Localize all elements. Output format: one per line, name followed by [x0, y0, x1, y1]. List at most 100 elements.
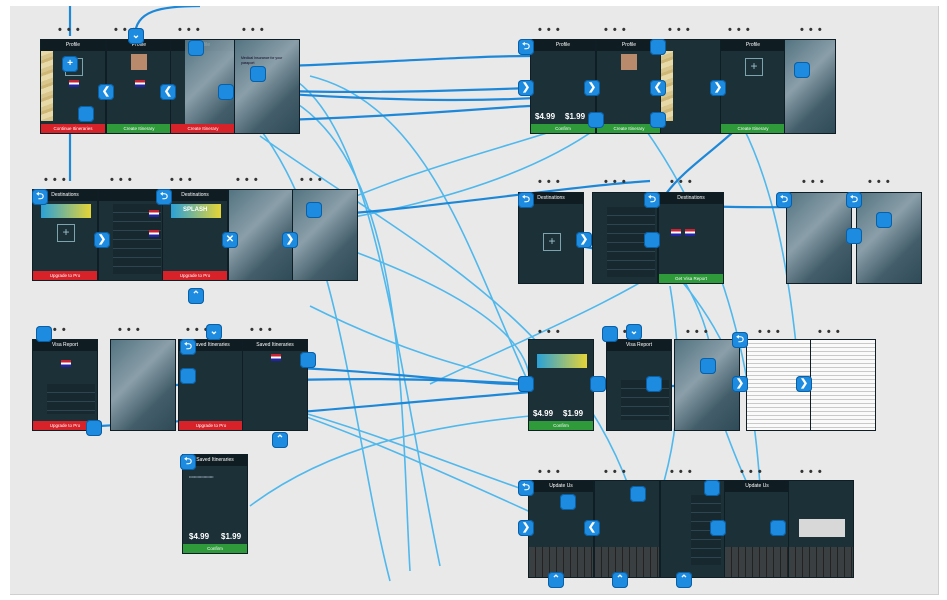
cta-button[interactable]: Upgrade to Pro: [179, 421, 243, 430]
hotspot-up-icon[interactable]: ⌃: [612, 572, 628, 588]
more-icon[interactable]: • • •: [44, 174, 67, 186]
cta-button[interactable]: Continue Itineraries: [41, 124, 105, 133]
more-icon[interactable]: • • •: [728, 24, 751, 36]
hotspot-down-icon[interactable]: ⌄: [206, 324, 222, 340]
confirm-button[interactable]: Confirm: [531, 124, 595, 133]
add-destination-icon[interactable]: +: [57, 224, 75, 242]
hotspot-link-icon[interactable]: [710, 520, 726, 536]
screen-visa-report-3[interactable]: Visa Report: [606, 339, 672, 431]
hotspot-close-icon[interactable]: ✕: [222, 232, 238, 248]
hotspot-link-icon[interactable]: [78, 106, 94, 122]
screen-modal[interactable]: Medical Insurance for your passport: [234, 39, 300, 134]
hotspot-link-icon[interactable]: [250, 66, 266, 82]
hotspot-link-icon[interactable]: [700, 358, 716, 374]
hotspot-link-icon[interactable]: [650, 39, 666, 55]
hotspot-back-icon[interactable]: ⮌: [732, 332, 748, 348]
hotspot-link-icon[interactable]: [306, 202, 322, 218]
more-icon[interactable]: • • •: [868, 176, 891, 188]
prototype-canvas[interactable]: • • • Profile + Continue Itineraries • •…: [10, 6, 939, 595]
screen-saved-itineraries-purchase[interactable]: Saved Itineraries •••••••••••••••••••• $…: [182, 454, 248, 554]
hotspot-link-icon[interactable]: [846, 228, 862, 244]
more-icon[interactable]: • • •: [800, 466, 823, 478]
hotspot-next-icon[interactable]: ❯: [710, 80, 726, 96]
more-icon[interactable]: • • •: [668, 24, 691, 36]
screen-update-us-5[interactable]: [788, 480, 854, 578]
hotspot-link-icon[interactable]: [218, 84, 234, 100]
hotspot-link-icon[interactable]: [300, 352, 316, 368]
more-icon[interactable]: • • •: [170, 174, 193, 186]
screen-update-us-2[interactable]: [594, 480, 660, 578]
hotspot-back-icon[interactable]: ⮌: [156, 189, 172, 205]
hotspot-link-icon[interactable]: [36, 326, 52, 342]
more-icon[interactable]: • • •: [670, 466, 693, 478]
more-icon[interactable]: • • •: [250, 324, 273, 336]
screen-destinations-5[interactable]: Destinations +: [518, 192, 584, 284]
more-icon[interactable]: • • •: [670, 176, 693, 188]
confirm-button[interactable]: Confirm: [529, 421, 593, 430]
hotspot-link-icon[interactable]: [644, 232, 660, 248]
hotspot-next-icon[interactable]: ❯: [518, 80, 534, 96]
hotspot-back-icon[interactable]: ⮌: [180, 339, 196, 355]
more-icon[interactable]: • • •: [110, 174, 133, 186]
hotspot-add-icon[interactable]: +: [62, 56, 78, 72]
more-icon[interactable]: • • •: [802, 176, 825, 188]
screen-destinations-8[interactable]: [856, 192, 922, 284]
screen-destinations-2[interactable]: Destinations SPLASH Upgrade to Pro: [162, 189, 228, 281]
add-destination-icon[interactable]: +: [543, 233, 561, 251]
keyboard[interactable]: [725, 547, 789, 577]
hotspot-next-icon[interactable]: ❯: [94, 232, 110, 248]
hotspot-link-icon[interactable]: [770, 520, 786, 536]
hotspot-back-icon[interactable]: ⮌: [32, 189, 48, 205]
hotspot-link-icon[interactable]: [646, 376, 662, 392]
screen-profile-5[interactable]: [660, 39, 726, 134]
hotspot-link-icon[interactable]: [876, 212, 892, 228]
hotspot-link-icon[interactable]: [518, 376, 534, 392]
screen-visa-purchase[interactable]: $4.99 $1.99 Confirm: [528, 339, 594, 431]
more-icon[interactable]: • • •: [58, 24, 81, 36]
screen-visa-report-1[interactable]: Visa Report Upgrade to Pro: [32, 339, 98, 431]
more-icon[interactable]: • • •: [300, 174, 323, 186]
more-icon[interactable]: • • •: [118, 324, 141, 336]
more-icon[interactable]: • • •: [236, 174, 259, 186]
keyboard[interactable]: [595, 547, 659, 577]
more-icon[interactable]: • • •: [686, 326, 709, 338]
more-icon[interactable]: • • •: [186, 324, 209, 336]
hotspot-link-icon[interactable]: [590, 376, 606, 392]
hotspot-up-icon[interactable]: ⌃: [676, 572, 692, 588]
hotspot-back-icon[interactable]: ❮: [98, 84, 114, 100]
screen-modal-2[interactable]: [784, 39, 836, 134]
more-icon[interactable]: • • •: [604, 24, 627, 36]
keyboard[interactable]: [789, 547, 853, 577]
cta-button[interactable]: Get Visa Report: [659, 274, 723, 283]
screen-destinations-6[interactable]: Destinations Get Visa Report: [658, 192, 724, 284]
screen-document-2[interactable]: [810, 339, 876, 431]
cta-button[interactable]: Create Itinerary: [597, 124, 661, 133]
cta-button[interactable]: Upgrade to Pro: [163, 271, 227, 280]
hotspot-link-icon[interactable]: [794, 62, 810, 78]
hotspot-up-icon[interactable]: ⌃: [548, 572, 564, 588]
add-photo-icon[interactable]: +: [745, 58, 763, 76]
more-icon[interactable]: • • •: [800, 24, 823, 36]
hotspot-back-icon[interactable]: ⮌: [644, 192, 660, 208]
screen-destinations-list[interactable]: [98, 189, 164, 281]
hotspot-down-icon[interactable]: ⌄: [626, 324, 642, 340]
hotspot-link-icon[interactable]: [650, 112, 666, 128]
cta-button[interactable]: Create Itinerary: [107, 124, 171, 133]
more-icon[interactable]: • • •: [538, 176, 561, 188]
hotspot-link-icon[interactable]: [180, 368, 196, 384]
more-icon[interactable]: • • •: [114, 24, 137, 36]
more-icon[interactable]: • • •: [758, 326, 781, 338]
screen-visa-report-4[interactable]: [674, 339, 740, 431]
screen-destinations-4[interactable]: [292, 189, 358, 281]
hotspot-link-icon[interactable]: [188, 40, 204, 56]
more-icon[interactable]: • • •: [604, 466, 627, 478]
more-icon[interactable]: • • •: [604, 176, 627, 188]
hotspot-link-icon[interactable]: [560, 494, 576, 510]
more-icon[interactable]: • • •: [538, 24, 561, 36]
hotspot-back-icon[interactable]: ❮: [584, 520, 600, 536]
screen-saved-itineraries-2[interactable]: Saved Itineraries: [242, 339, 308, 431]
cta-button[interactable]: Upgrade to Pro: [33, 271, 97, 280]
hotspot-down-icon[interactable]: ⌄: [128, 28, 144, 44]
hotspot-next-icon[interactable]: ❯: [796, 376, 812, 392]
hotspot-up-icon[interactable]: ⌃: [272, 432, 288, 448]
